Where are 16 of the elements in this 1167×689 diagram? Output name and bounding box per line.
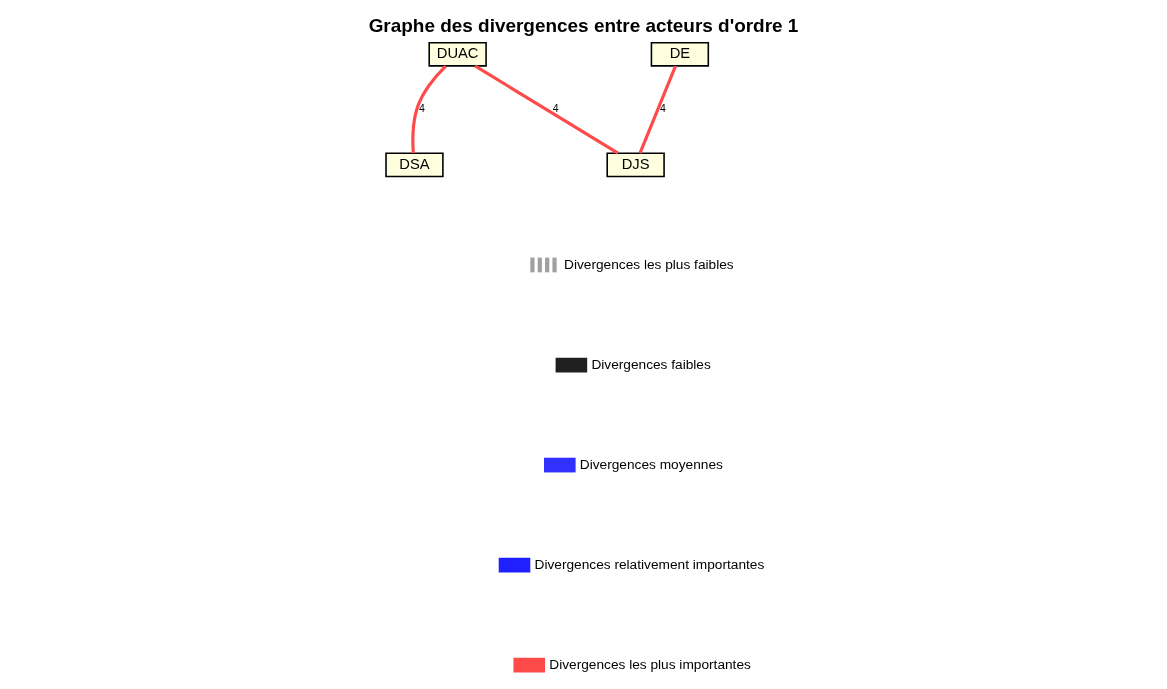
connector [638, 65, 677, 154]
legend-label: Divergences faibles [591, 356, 711, 372]
node-box: DE [650, 41, 710, 67]
node-box: DJS [606, 152, 665, 177]
diagram-title: Graphe des divergences entre acteurs d'ordre 1 [368, 14, 799, 36]
legend-label: Divergences moyennes [579, 456, 723, 472]
node-box: DUAC [428, 41, 487, 67]
connector [474, 64, 619, 154]
node-box: DSA [385, 152, 444, 177]
edge-label: 4 [660, 101, 666, 114]
edge-label: 4 [418, 101, 425, 114]
connector [411, 64, 447, 153]
legend-label: Divergences les plus importantes [549, 656, 751, 672]
legend-label: Divergences les plus faibles [564, 256, 734, 272]
legend-label: Divergences relativement importantes [534, 556, 765, 572]
edge-label: 4 [552, 101, 559, 114]
